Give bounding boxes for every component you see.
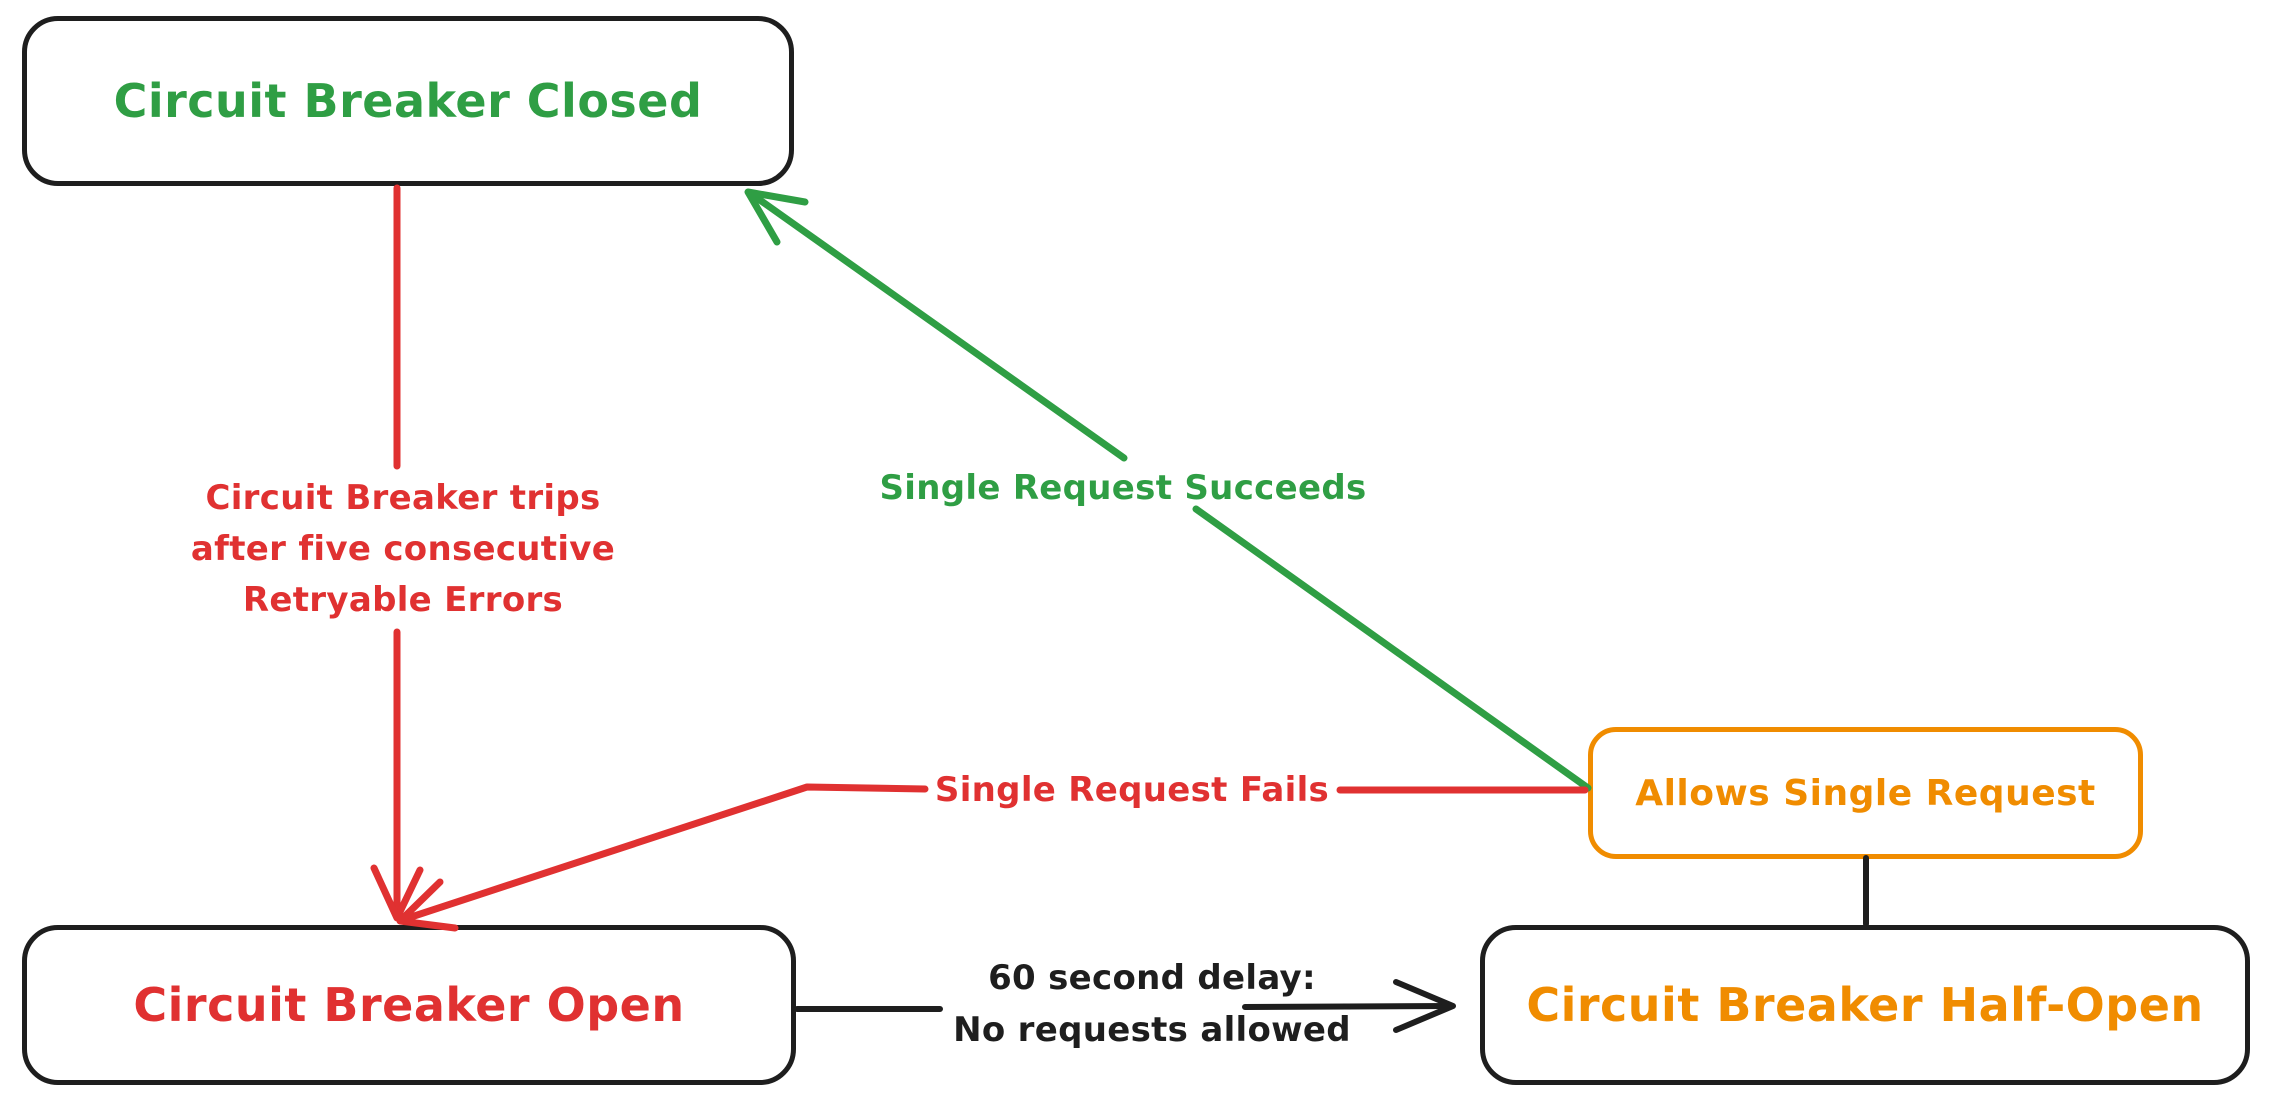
trips-edge-label-line3: Retryable Errors xyxy=(242,580,564,620)
trips-arrowhead xyxy=(370,864,424,922)
fails-arrowhead xyxy=(396,878,459,932)
trips-edge-label-line1: Circuit Breaker trips xyxy=(205,478,601,518)
delay-arrowhead xyxy=(1393,979,1456,1033)
node-allows-label: Allows Single Request xyxy=(1635,772,2096,814)
node-closed-label: Circuit Breaker Closed xyxy=(113,74,703,128)
node-circuit-breaker-open: Circuit Breaker Open xyxy=(22,925,796,1085)
succeeds-edge-label: Single Request Succeeds xyxy=(879,468,1367,508)
fails-edge-label: Single Request Fails xyxy=(934,770,1330,810)
trips-edge-label-line2: after five consecutive xyxy=(190,529,616,569)
trips-edge-label: Circuit Breaker trips after five consecu… xyxy=(191,473,615,626)
delay-edge-label-line1: 60 second delay: xyxy=(988,958,1316,998)
node-open-label: Circuit Breaker Open xyxy=(133,978,685,1032)
delay-edge-label-line2: No requests allowed xyxy=(953,1010,1351,1050)
node-circuit-breaker-closed: Circuit Breaker Closed xyxy=(22,16,794,186)
node-half-open-label: Circuit Breaker Half-Open xyxy=(1526,978,2204,1032)
node-circuit-breaker-half-open: Circuit Breaker Half-Open xyxy=(1480,925,2250,1085)
succeeds-arrowhead xyxy=(744,188,809,246)
node-allows-single-request: Allows Single Request xyxy=(1588,727,2143,859)
delay-edge-label: 60 second delay: No requests allowed xyxy=(953,952,1351,1056)
